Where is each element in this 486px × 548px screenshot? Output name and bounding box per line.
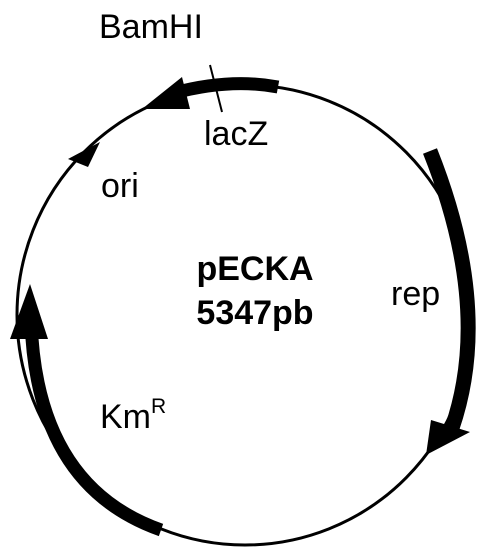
kmr-label-superscript: R — [151, 395, 167, 418]
plasmid-size: 5347pb — [196, 294, 314, 332]
kmr-arrowhead — [10, 284, 48, 339]
ori-label: ori — [101, 167, 139, 205]
kmr-label-main: Km — [100, 398, 151, 436]
kmr-feature-arc — [24, 319, 164, 537]
lacz-feature-arc — [172, 77, 280, 100]
rep-label: rep — [391, 275, 441, 313]
lacz-arrowhead — [142, 77, 190, 109]
lacz-label: lacZ — [204, 115, 269, 153]
kmr-label: KmR — [100, 396, 166, 436]
bamhi-site-label: BamHI — [99, 8, 203, 46]
plasmid-name: pECKA — [196, 250, 314, 288]
ori-arrowhead — [68, 142, 100, 167]
rep-feature-arc — [423, 148, 476, 431]
rep-arrowhead — [426, 420, 470, 455]
bamhi-site-tick — [209, 64, 223, 113]
